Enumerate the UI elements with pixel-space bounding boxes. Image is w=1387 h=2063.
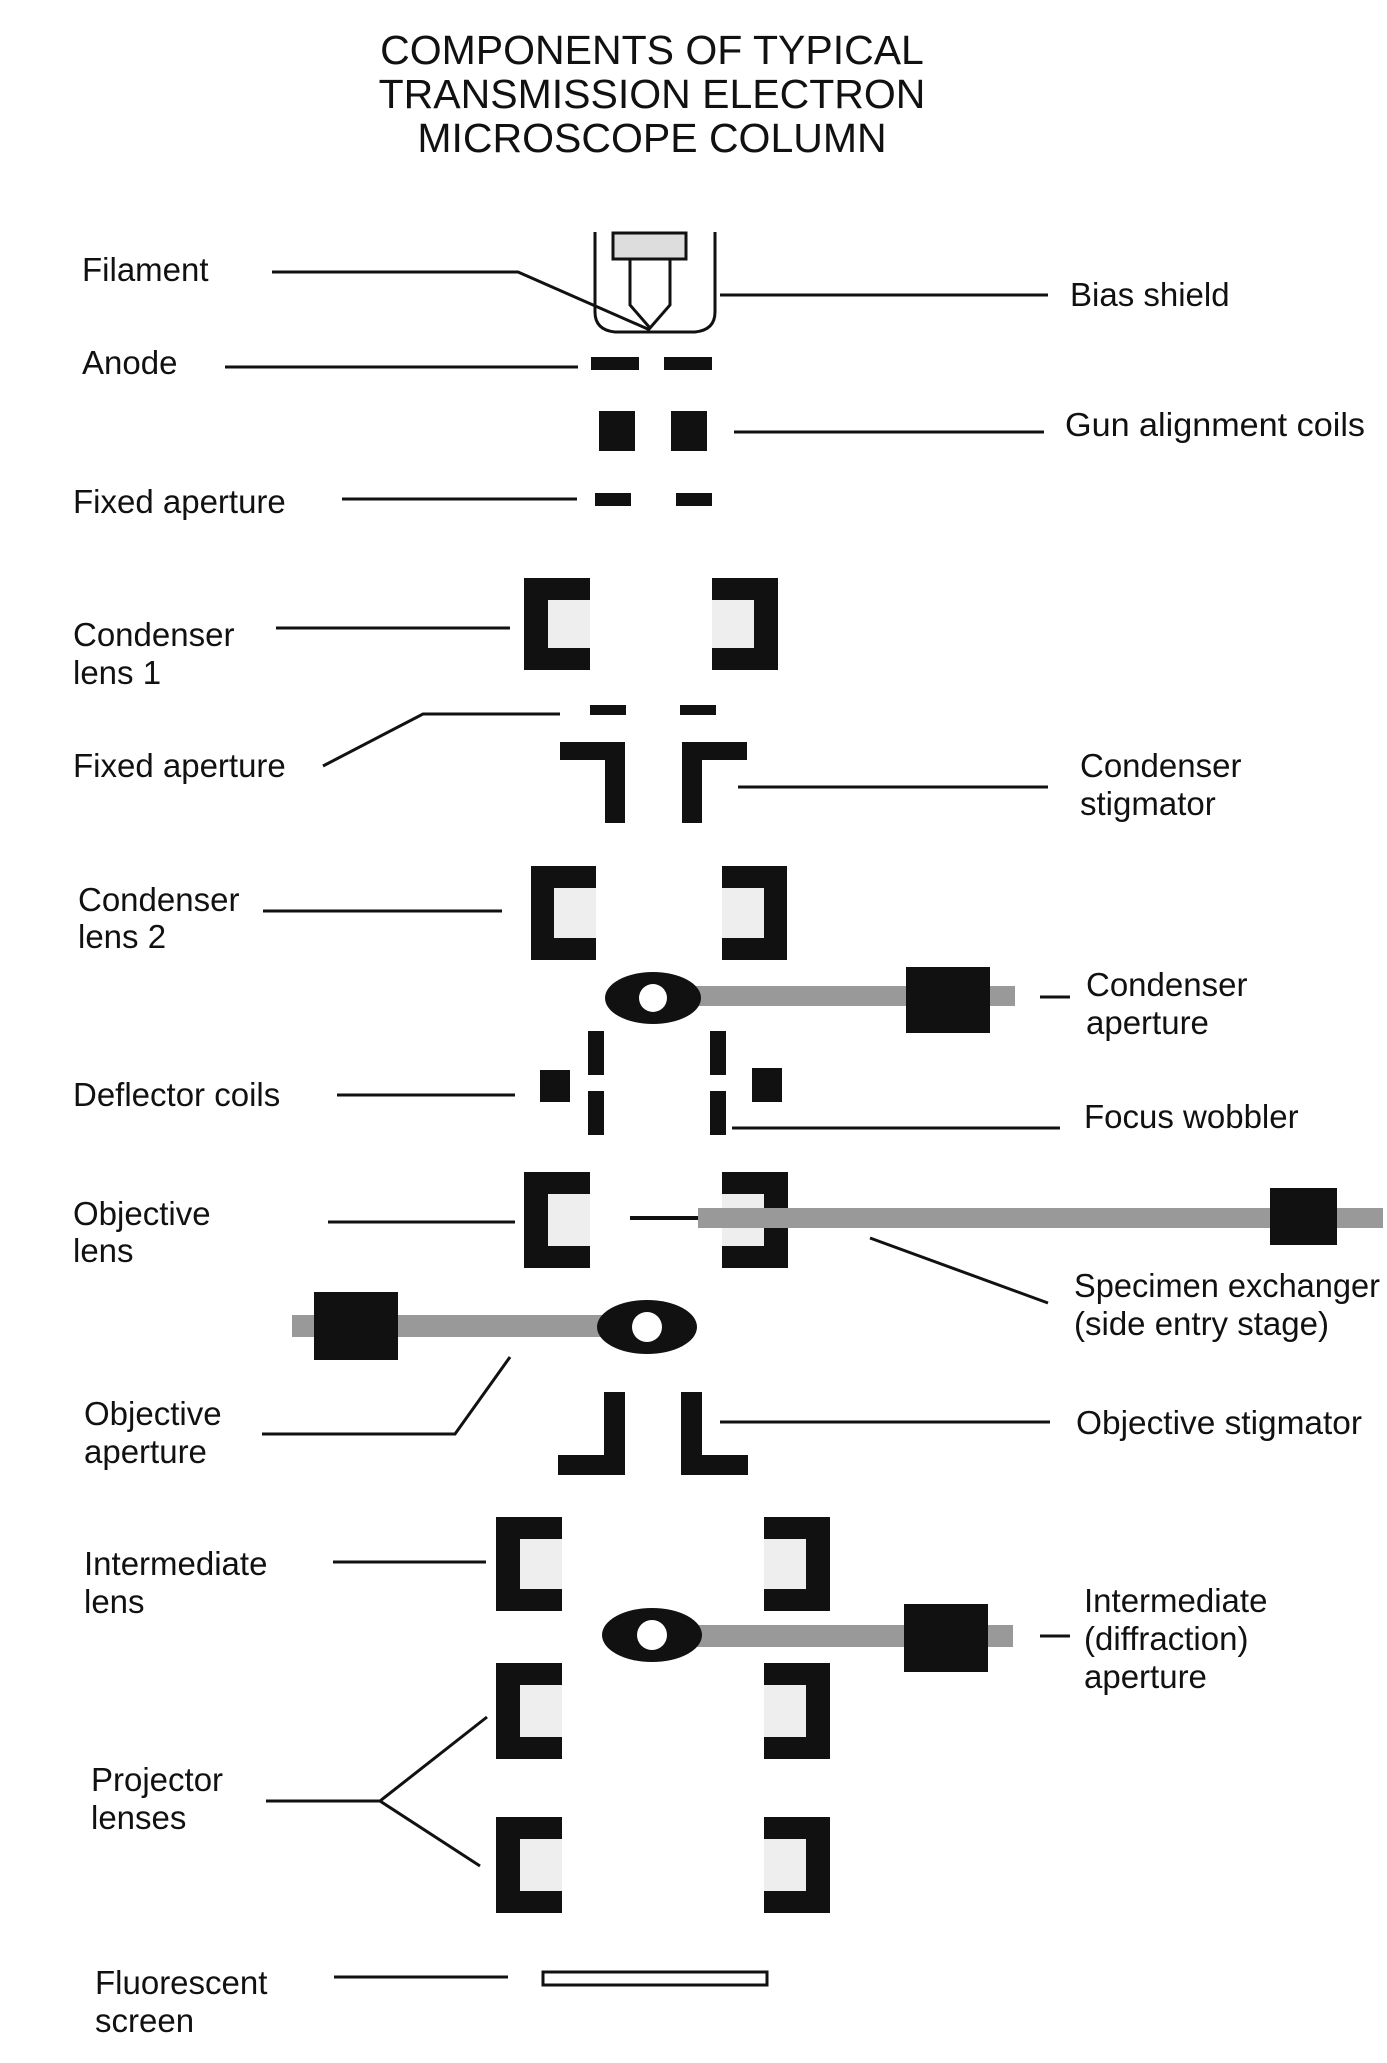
label-specimen-exchanger-line1: Specimen exchanger — [1074, 1267, 1380, 1304]
condenser-aperture — [605, 967, 1015, 1033]
label-filament: Filament — [82, 251, 209, 288]
label-condenser-lens-2-line1: Condenser — [78, 881, 239, 918]
label-objective-stigmator: Objective stigmator — [1076, 1404, 1362, 1441]
objective-stigmator — [558, 1392, 748, 1475]
projector-lens-2 — [496, 1817, 830, 1913]
label-condenser-lens-1-line1: Condenser — [73, 616, 234, 653]
label-focus-wobbler: Focus wobbler — [1084, 1098, 1299, 1135]
intermediate-aperture — [602, 1604, 1013, 1672]
label-fluorescent-screen-line2: screen — [95, 2002, 194, 2039]
specimen-exchanger — [630, 1188, 1383, 1245]
condenser-stigmator — [560, 742, 747, 823]
label-condenser-aperture-line1: Condenser — [1086, 966, 1247, 1003]
label-projector-lenses-line2: lenses — [91, 1799, 186, 1836]
label-fixed-aperture-2: Fixed aperture — [73, 747, 286, 784]
objective-aperture — [292, 1292, 697, 1360]
fluorescent-screen — [541, 1970, 769, 1987]
label-intermediate-aperture-line2: (diffraction) — [1084, 1620, 1248, 1657]
label-condenser-stigmator-line1: Condenser — [1080, 747, 1241, 784]
label-bias-shield: Bias shield — [1070, 276, 1230, 313]
intermediate-lens — [496, 1517, 830, 1611]
filament-tip — [628, 260, 672, 331]
condenser-lens-1 — [524, 578, 778, 670]
fixed-aperture-1 — [595, 493, 712, 506]
label-intermediate-lens-line1: Intermediate — [84, 1545, 267, 1582]
label-fluorescent-screen-line1: Fluorescent — [95, 1964, 267, 2001]
label-intermediate-aperture-line3: aperture — [1084, 1658, 1207, 1695]
left-labels: Filament Anode Fixed aperture Condenser … — [73, 251, 286, 2039]
label-objective-aperture-line2: aperture — [84, 1433, 207, 1470]
leader-lines — [225, 270, 1070, 1979]
label-fixed-aperture-1: Fixed aperture — [73, 483, 286, 520]
diagram-title: COMPONENTS OF TYPICAL TRANSMISSION ELECT… — [379, 27, 926, 161]
fixed-aperture-2 — [590, 705, 716, 715]
title-line-3: MICROSCOPE COLUMN — [417, 115, 886, 161]
focus-wobbler — [710, 1031, 782, 1135]
title-line-1: COMPONENTS OF TYPICAL — [380, 27, 924, 73]
condenser-lens-2 — [531, 866, 787, 960]
label-gun-alignment-coils: Gun alignment coils — [1065, 406, 1365, 443]
label-anode: Anode — [82, 344, 177, 381]
bias-shield — [593, 232, 717, 334]
label-objective-aperture-line1: Objective — [84, 1395, 222, 1432]
filament-holder — [611, 231, 688, 261]
label-deflector-coils: Deflector coils — [73, 1076, 280, 1113]
label-projector-lenses-line1: Projector — [91, 1761, 223, 1798]
label-condenser-aperture-line2: aperture — [1086, 1004, 1209, 1041]
projector-lens-1 — [496, 1663, 830, 1759]
deflector-coils — [540, 1031, 604, 1135]
label-condenser-lens-1-line2: lens 1 — [73, 654, 161, 691]
electron-gun — [593, 231, 717, 334]
right-labels: Bias shield Gun alignment coils Condense… — [1065, 276, 1380, 1695]
gun-alignment-coils — [599, 411, 707, 451]
label-specimen-exchanger-line2: (side entry stage) — [1074, 1305, 1329, 1342]
anode — [591, 357, 712, 370]
label-objective-lens-line1: Objective — [73, 1195, 211, 1232]
label-intermediate-lens-line2: lens — [84, 1583, 145, 1620]
label-condenser-stigmator-line2: stigmator — [1080, 785, 1216, 822]
label-condenser-lens-2-line2: lens 2 — [78, 918, 166, 955]
label-intermediate-aperture-line1: Intermediate — [1084, 1582, 1267, 1619]
label-objective-lens-line2: lens — [73, 1232, 134, 1269]
title-line-2: TRANSMISSION ELECTRON — [379, 71, 926, 117]
